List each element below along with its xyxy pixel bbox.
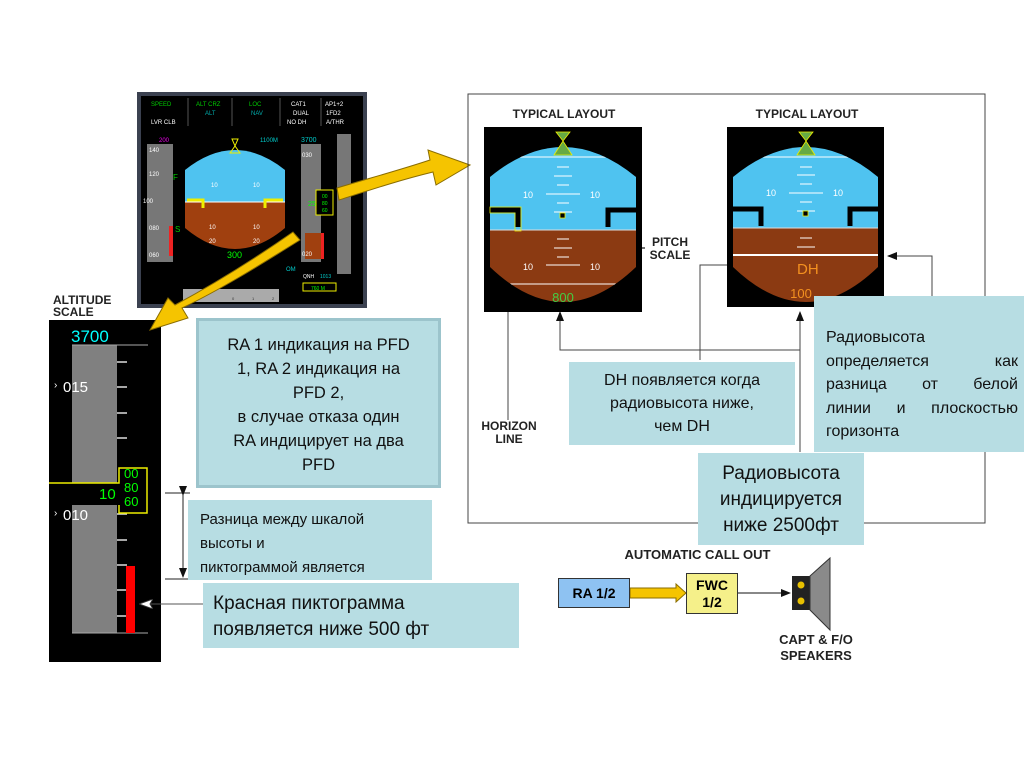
speaker-icon [792,576,810,610]
primary-flight-display: SPEED ALT CRZ LOC CAT1 AP1+2 LVR CLB ALT… [137,92,367,308]
speed-tick: 060 [149,253,160,259]
altitude-drum: 60 [124,494,138,509]
svg-text:1: 1 [252,296,255,301]
altitude-readout: 25 [308,201,316,208]
vertical-speed-scale [337,134,351,274]
speed-tape [147,144,173,262]
radio-altitude-readout: 800 [552,290,574,305]
altitude-readout: 10 [99,486,116,503]
pitch-label: 20 [253,239,260,245]
speed-tick: 080 [149,226,160,232]
pitch-label: 10 [253,225,260,231]
svg-text:10: 10 [833,188,843,198]
pfd-layout-right: 10 10 DH 100 [727,127,884,307]
altitude-drum: 80 [124,480,138,495]
fma-loc: LOC [249,102,262,108]
qnh-value: 1013 [320,274,331,280]
svg-text:›: › [54,380,57,391]
fma-fd: 1FD2 [326,111,341,117]
svg-text:2: 2 [272,296,275,301]
altitude-tick: 030 [302,153,313,159]
pitch-label: 10 [209,225,216,231]
fma-nodh: NO DH [287,120,306,126]
svg-text:10: 10 [590,262,600,272]
yellow-arrow-to-layout [336,149,472,201]
altitude-scale: 3700 015 010 › › 10 00 80 60 [49,320,161,662]
pitch-label: 10 [211,183,218,189]
svg-text:10: 10 [523,262,533,272]
pitch-label: 10 [253,183,260,189]
metric-altitude: 760 M [311,286,325,292]
typical-layout-title-left: TYPICAL LAYOUT [512,107,616,121]
red-ribbon [126,566,135,633]
altitude-select: 3700 [301,137,317,144]
outer-marker-label: OM [286,267,296,273]
fma-athr: A/THR [326,120,345,126]
pitch-label: 20 [209,239,216,245]
altitude-target: 1100M [260,138,278,144]
speed-tick: 100 [143,199,154,205]
speed-tick: 140 [149,148,160,154]
radio-altitude-readout: 100 [790,286,812,301]
altitude-drum: 00 [124,466,138,481]
typical-layout-title-right: TYPICAL LAYOUT [755,107,859,121]
fma-speed: SPEED [151,102,172,108]
altitude-tick: 015 [63,379,88,396]
speed-tick: 120 [149,172,160,178]
callout-title: AUTOMATIC CALL OUT [624,547,771,562]
radio-altitude-readout: 300 [227,250,242,260]
altitude-scale-title-2: SCALE [53,305,94,319]
svg-text:10: 10 [590,190,600,200]
qnh-label: QNH [303,274,315,280]
altitude-select: 3700 [71,327,109,346]
pfd-layout-left: 10 10 10 10 800 [484,127,642,312]
svg-text:0: 0 [232,296,235,301]
flap-speed-mark: F [173,173,178,182]
fma-alt2: ALT [205,111,216,117]
altitude-drum: 60 [322,208,328,214]
altitude-tick: 020 [302,252,313,258]
fma-cat: CAT1 [291,102,307,108]
fma-alt: ALT CRZ [196,102,221,108]
speed-target: 200 [159,138,170,144]
fma-lvr: LVR CLB [151,120,176,126]
altitude-tape [301,144,321,262]
dh-indicator: DH [797,261,819,278]
yellow-arrow-to-scale [148,231,301,331]
ra-box: RA 1/2 [558,578,630,608]
fma-nav: NAV [251,111,263,117]
altitude-scale-title: ALTITUDE [53,293,112,307]
svg-text:›: › [54,508,57,519]
svg-text:10: 10 [523,190,533,200]
fma-dual: DUAL [293,111,310,117]
altitude-drum: 80 [322,201,328,207]
svg-text:10: 10 [766,188,776,198]
fma-ap: AP1+2 [325,102,344,108]
slat-speed-mark: S [175,225,180,234]
altitude-drum: 00 [322,194,328,200]
altitude-tick: 010 [63,507,88,524]
